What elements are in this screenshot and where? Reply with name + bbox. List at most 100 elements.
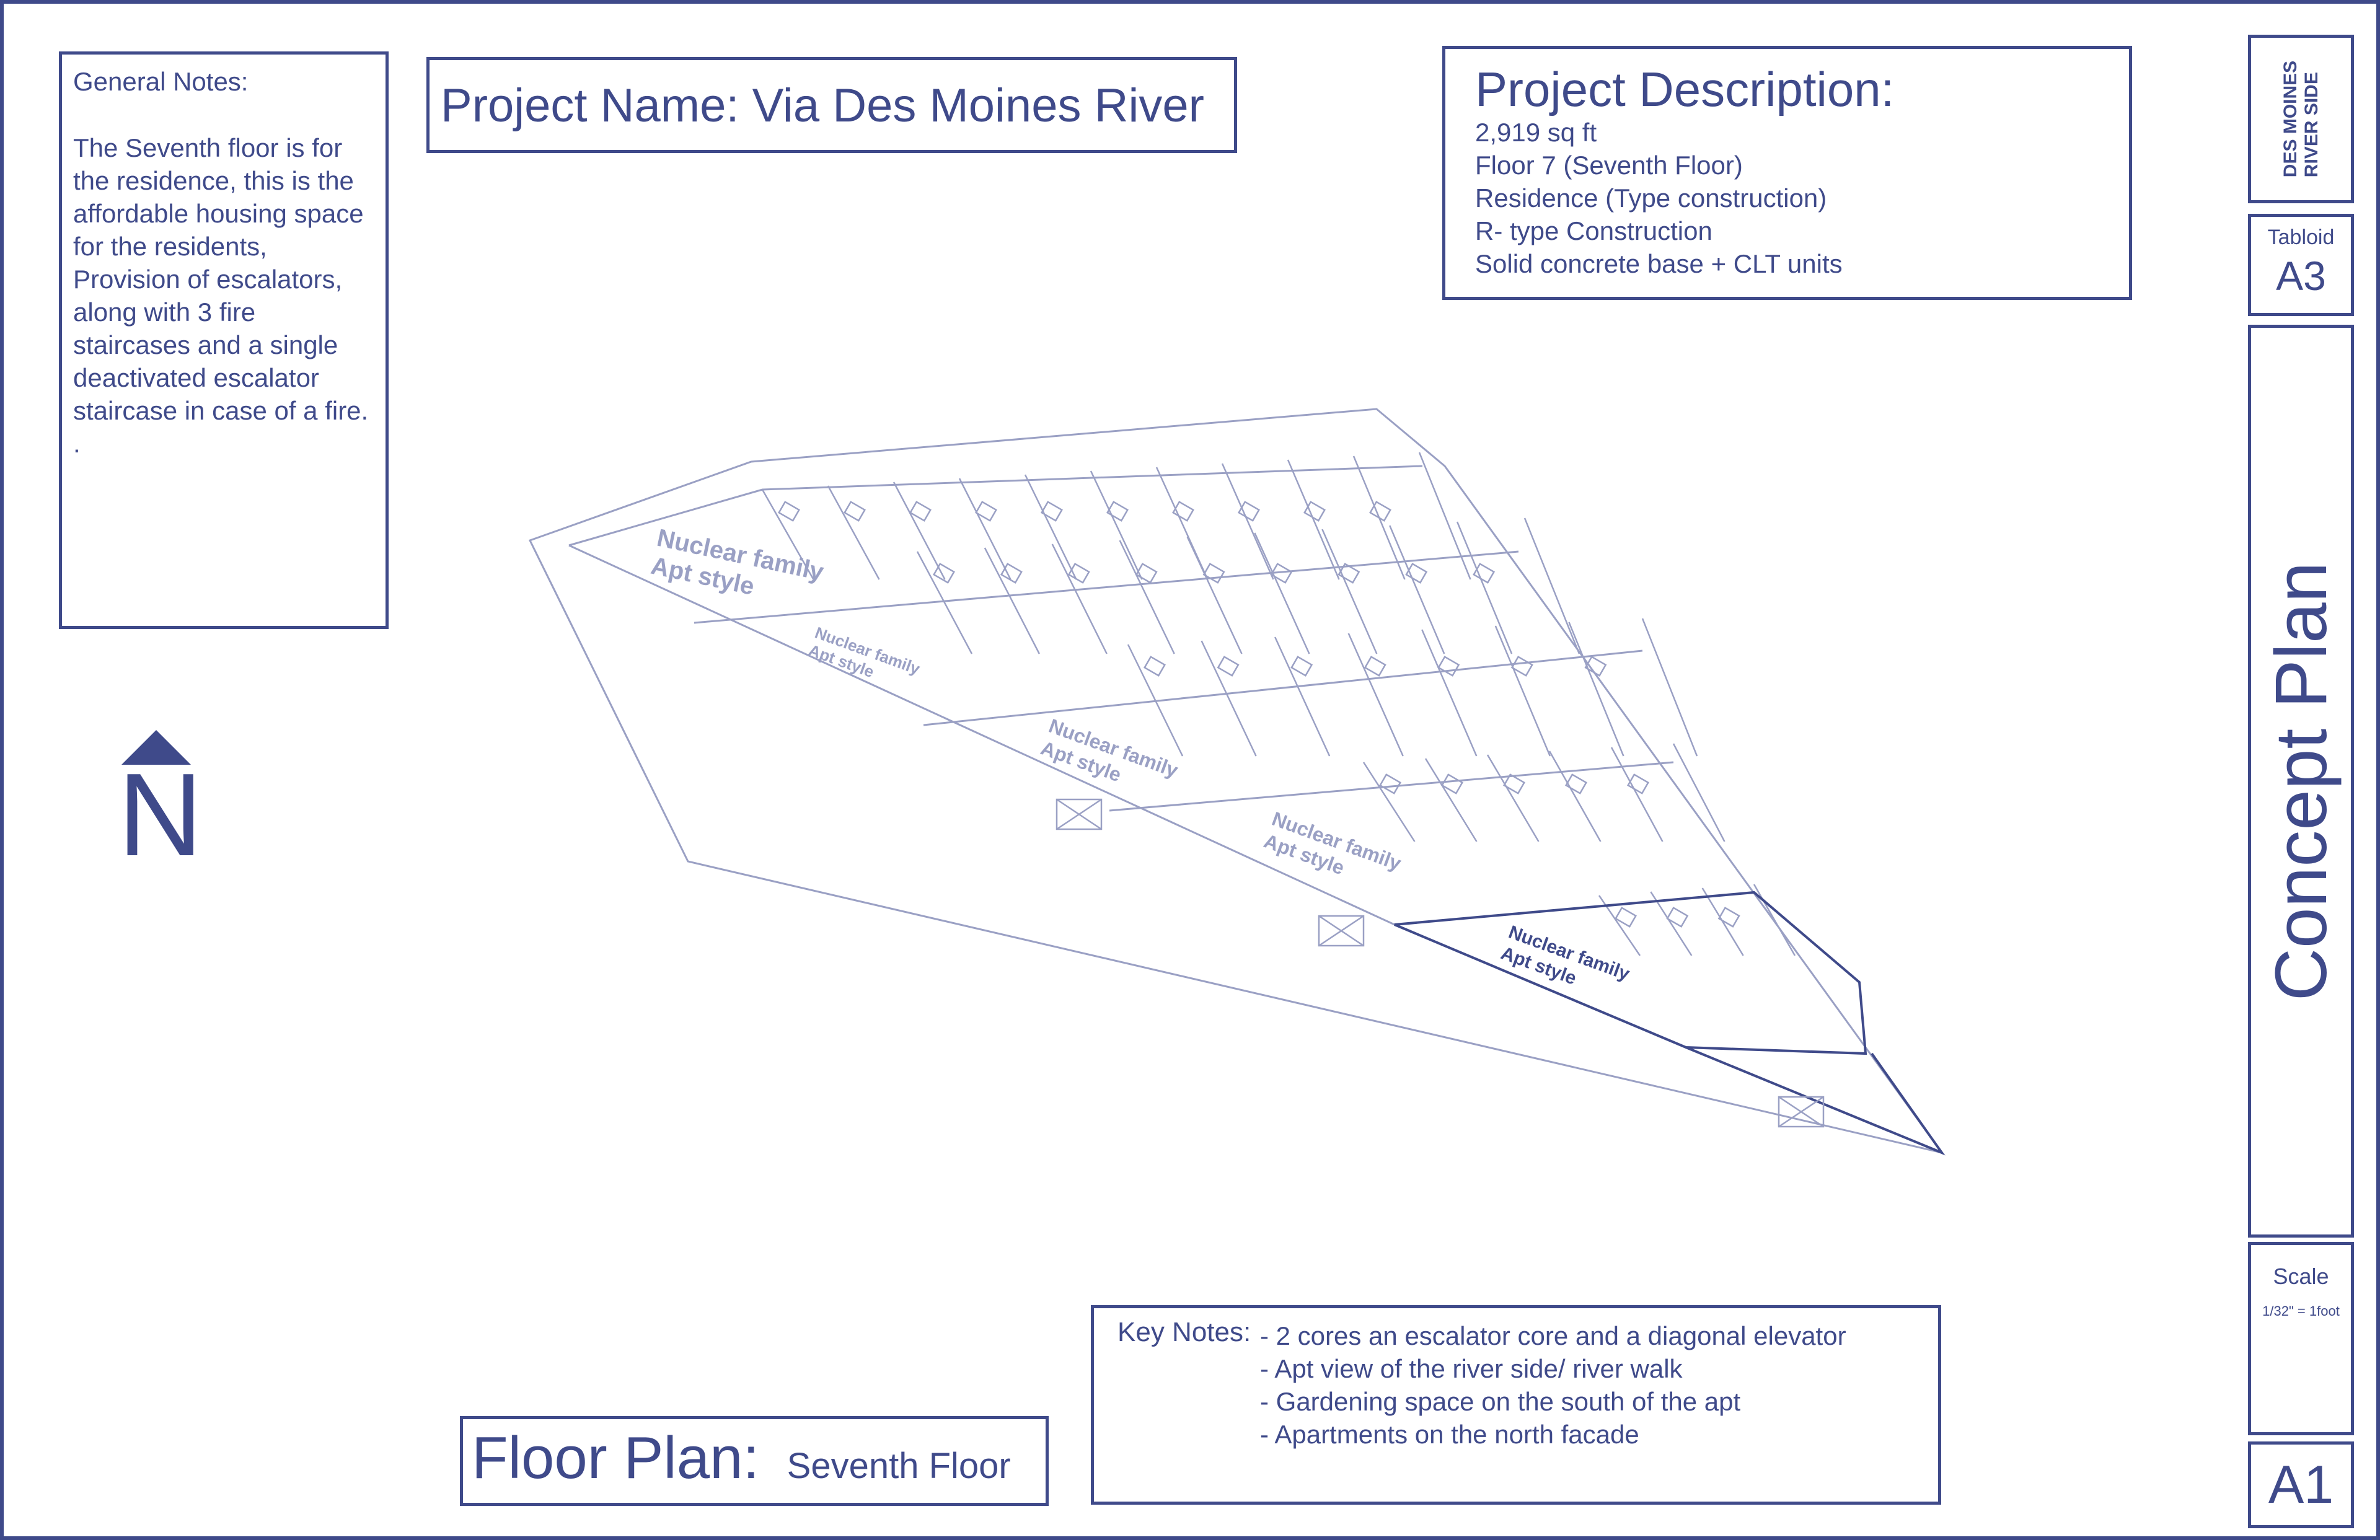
north-arrow-icon — [121, 730, 191, 765]
furniture-symbol — [1510, 656, 1533, 677]
furniture-symbol — [778, 501, 800, 522]
unit-labels: Nuclear family Apt style Nuclear family … — [649, 524, 1633, 989]
key-note-item: - Apartments on the north facade — [1260, 1420, 1639, 1449]
unit-partition-line — [1389, 525, 1445, 654]
unit-partition-line — [958, 478, 1011, 580]
unit-partition-line — [1548, 750, 1602, 842]
unit-partition-line — [1221, 463, 1274, 580]
highlighted-unit — [1394, 891, 1946, 1156]
north-arrow-letter: N — [118, 749, 203, 881]
corridor-line — [694, 550, 1519, 624]
key-notes-box: Key Notes: - 2 cores an escalator core a… — [1091, 1305, 1941, 1505]
project-name-box: Project Name: Via Des Moines River — [426, 57, 1237, 153]
furniture-symbol — [1717, 907, 1740, 928]
sheet-size-label: Tabloid — [2267, 226, 2335, 249]
general-notes-body: The Seventh floor is for the residence, … — [73, 133, 369, 425]
unit-partition-line — [1641, 618, 1698, 757]
unit-label: Nuclear family Apt style — [1498, 922, 1633, 989]
furniture-symbol — [1067, 563, 1090, 584]
north-arrow: N — [118, 730, 203, 881]
scale-value: 1/32" = 1foot — [2262, 1303, 2340, 1319]
unit-partition-line — [761, 489, 814, 580]
brand-logo-text: DES MOINES RIVER SIDE — [2280, 61, 2322, 177]
furniture-symbol — [1106, 501, 1129, 522]
unit-partition-line — [1347, 633, 1404, 757]
unit-partition-line — [1051, 543, 1108, 654]
unit-partition-line — [916, 551, 973, 654]
general-notes-trailing: . — [73, 429, 81, 458]
column-marker — [1056, 798, 1103, 830]
apartment-grid — [761, 452, 1796, 956]
scale-label: Scale — [2273, 1264, 2329, 1289]
unit-partition-line — [1274, 636, 1331, 757]
project-name: Project Name: Via Des Moines River — [441, 79, 1204, 132]
seventh-floor-unit-outline — [1394, 891, 1867, 1055]
unit-partition-line — [1119, 540, 1175, 654]
unit-label: Nuclear family Apt style — [649, 524, 827, 601]
project-description-line: Residence (Type construction) — [1475, 183, 1827, 213]
column-marker — [1318, 915, 1365, 947]
furniture-symbol — [1172, 501, 1194, 522]
unit-partition-line — [892, 482, 946, 580]
furniture-symbol — [1217, 656, 1240, 677]
brand-line-2: RIVER SIDE — [2301, 72, 2322, 178]
furniture-symbol — [1473, 563, 1496, 584]
furniture-symbol — [1584, 656, 1607, 677]
unit-partition-line — [1186, 536, 1243, 654]
furniture-symbol — [844, 501, 866, 522]
furniture-symbol — [1364, 656, 1386, 677]
sheet-title: Concept Plan — [2260, 561, 2342, 1001]
unit-partition-line — [1701, 887, 1744, 956]
floor-plan-value: Seventh Floor — [787, 1446, 1011, 1486]
unit-partition-line — [1568, 622, 1624, 757]
project-description-box: Project Description: 2,919 sq ft Floor 7… — [1442, 46, 2132, 300]
unit-partition-line — [1486, 754, 1540, 842]
furniture-symbol — [1379, 773, 1401, 794]
furniture-symbol — [1041, 501, 1063, 522]
core-outline — [1685, 1046, 1946, 1156]
furniture-symbol — [909, 501, 932, 522]
unit-partition-line — [1287, 459, 1340, 580]
outer-slab-outline — [528, 408, 1944, 1155]
project-description-title: Project Description: — [1475, 62, 1895, 117]
key-note-item: - Apt view of the river side/ river walk — [1260, 1354, 1683, 1383]
unit-partition-line — [827, 485, 880, 580]
furniture-symbol — [1405, 563, 1428, 584]
unit-partition-line — [1090, 470, 1143, 580]
furniture-symbol — [1369, 501, 1391, 522]
furniture-symbol — [1202, 563, 1225, 584]
building-outline — [528, 408, 1944, 1155]
unit-partition-line — [1456, 521, 1513, 654]
furniture-symbol — [1290, 656, 1313, 677]
furniture-symbol — [1338, 563, 1360, 584]
key-note-item: - Gardening space on the south of the ap… — [1260, 1387, 1741, 1416]
furniture-symbol — [1135, 563, 1158, 584]
project-description-line: Floor 7 (Seventh Floor) — [1475, 151, 1743, 180]
unit-partition-line — [1418, 452, 1471, 580]
unit-partition-line — [1650, 891, 1693, 956]
project-description-line: Solid concrete base + CLT units — [1475, 249, 1843, 278]
furniture-symbol — [1437, 656, 1460, 677]
key-notes-list: - 2 cores an escalator core and a diagon… — [1260, 1319, 1846, 1451]
furniture-symbol — [1270, 563, 1293, 584]
furniture-symbol — [1303, 501, 1326, 522]
unit-partition-line — [1362, 762, 1416, 842]
brand-line-1: DES MOINES — [2280, 60, 2301, 178]
column-marker — [1778, 1096, 1825, 1128]
unit-partition-line — [1127, 644, 1184, 757]
floor-plan-label: Floor Plan: — [472, 1425, 760, 1491]
brand-box: DES MOINES RIVER SIDE — [2248, 35, 2354, 203]
furniture-symbol — [1503, 773, 1525, 794]
unit-partition-line — [1523, 517, 1580, 654]
project-description-line: 2,919 sq ft — [1475, 118, 1597, 147]
sheet-number-box: A1 — [2248, 1441, 2354, 1528]
floor-plan-drawing: Nuclear family Apt style Nuclear family … — [528, 408, 1946, 1156]
unit-partition-line — [1753, 884, 1796, 956]
facade-line — [568, 544, 1395, 926]
unit-partition-line — [1424, 758, 1478, 842]
furniture-symbol — [1627, 773, 1649, 794]
title-block: Concept Plan — [2248, 325, 2354, 1238]
structural-supports — [1056, 798, 1825, 1128]
corridor-line — [1109, 761, 1674, 812]
